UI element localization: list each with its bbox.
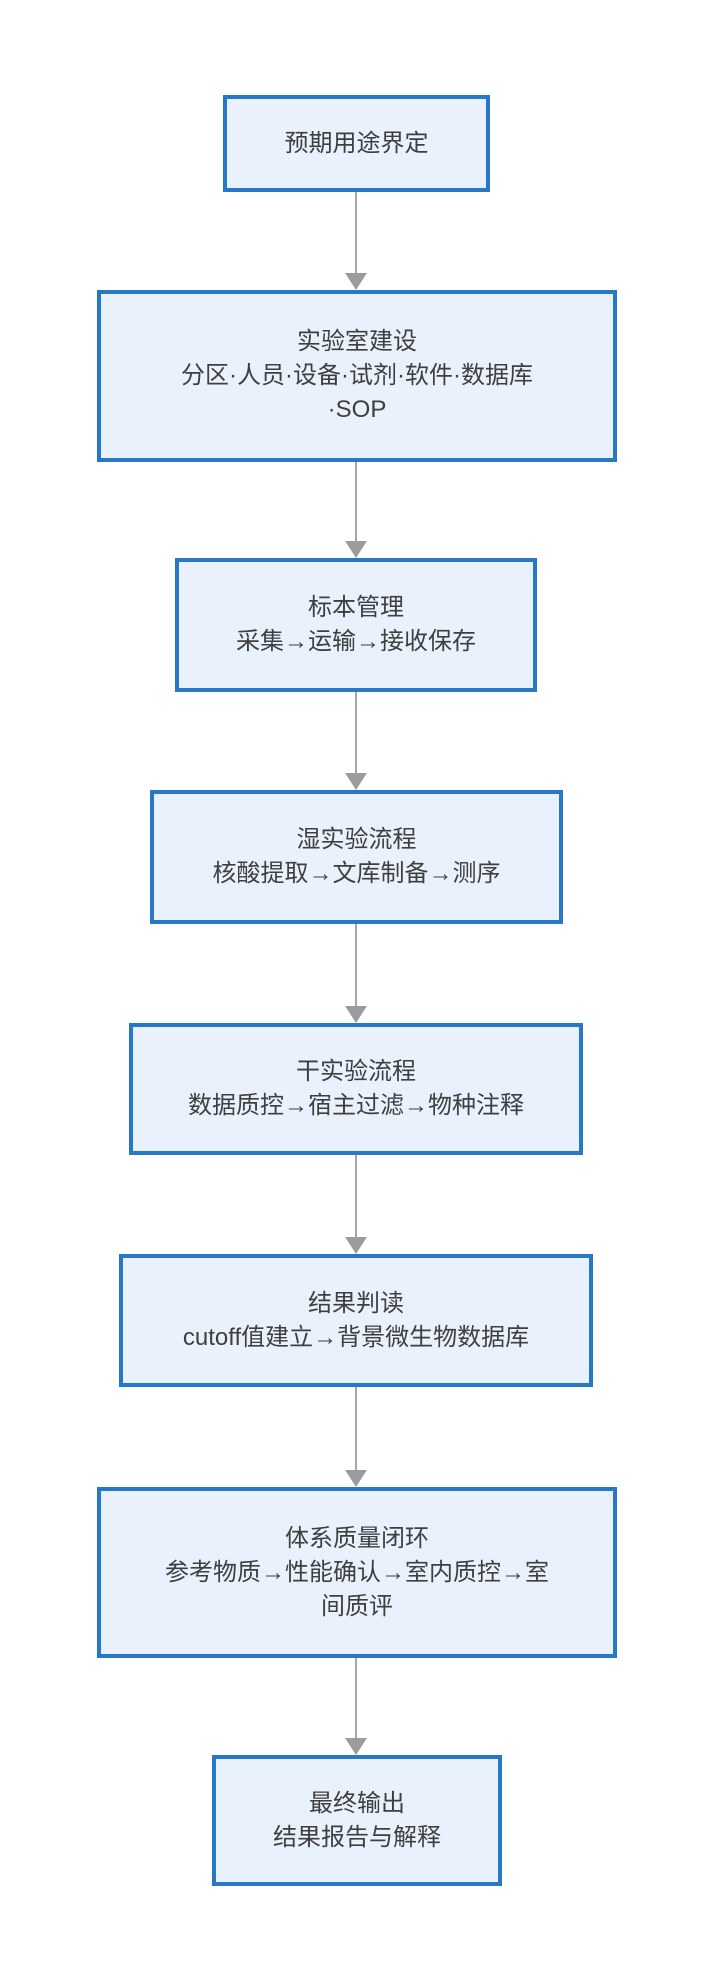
flow-node-result-interpretation: 结果判读 cutoff值建立→背景微生物数据库 [119, 1254, 593, 1387]
down-arrow-head-icon [345, 273, 367, 290]
node-subtitle: 结果报告与解释 [273, 1823, 441, 1851]
arrow-line [355, 1658, 357, 1738]
flow-arrow-6 [344, 1387, 368, 1487]
node-title: 干实验流程 [296, 1058, 416, 1085]
down-arrow-head-icon [345, 541, 367, 558]
arrow-line [355, 692, 357, 773]
flow-arrow-1 [344, 192, 368, 290]
node-subtitle: 分区·人员·设备·试剂·软件·数据库 ·SOP [181, 362, 533, 423]
arrow-line [355, 924, 357, 1006]
node-title: 结果判读 [308, 1289, 404, 1317]
node-subtitle: 采集→运输→接收保存 [236, 628, 476, 655]
flow-node-quality-loop: 体系质量闭环 参考物质→性能确认→室内质控→室 间质评 [97, 1487, 617, 1658]
flow-node-wet-lab: 湿实验流程 核酸提取→文库制备→测序 [150, 790, 563, 924]
flow-arrow-4 [344, 924, 368, 1023]
flow-node-specimen-management: 标本管理 采集→运输→接收保存 [175, 558, 537, 692]
flow-arrow-7 [344, 1658, 368, 1755]
flow-arrow-2 [344, 462, 368, 558]
node-subtitle: 核酸提取→文库制备→测序 [212, 860, 501, 887]
flow-node-final-output: 最终输出 结果报告与解释 [212, 1755, 502, 1886]
node-title: 体系质量闭环 [285, 1524, 429, 1552]
down-arrow-head-icon [345, 1006, 367, 1023]
flow-node-dry-lab: 干实验流程 数据质控→宿主过滤→物种注释 [129, 1023, 583, 1155]
node-title: 湿实验流程 [296, 826, 417, 853]
node-subtitle: cutoff值建立→背景微生物数据库 [182, 1323, 530, 1351]
flow-node-lab-setup: 实验室建设 分区·人员·设备·试剂·软件·数据库 ·SOP [97, 290, 617, 462]
node-title: 最终输出 [309, 1789, 405, 1817]
down-arrow-head-icon [345, 1237, 367, 1254]
node-title: 实验室建设 [297, 328, 417, 355]
arrow-line [355, 192, 357, 273]
node-subtitle: 数据质控→宿主过滤→物种注释 [188, 1092, 524, 1119]
node-title: 预期用途界定 [284, 129, 429, 157]
flow-arrow-5 [344, 1155, 368, 1254]
down-arrow-head-icon [345, 773, 367, 790]
down-arrow-head-icon [345, 1738, 367, 1755]
arrow-line [355, 1387, 357, 1470]
arrow-line [355, 462, 357, 541]
flow-node-intended-use: 预期用途界定 [223, 95, 490, 192]
arrow-line [355, 1155, 357, 1237]
node-title: 标本管理 [308, 594, 404, 621]
flow-arrow-3 [344, 692, 368, 790]
node-subtitle: 参考物质→性能确认→室内质控→室 间质评 [165, 1558, 549, 1620]
down-arrow-head-icon [345, 1470, 367, 1487]
